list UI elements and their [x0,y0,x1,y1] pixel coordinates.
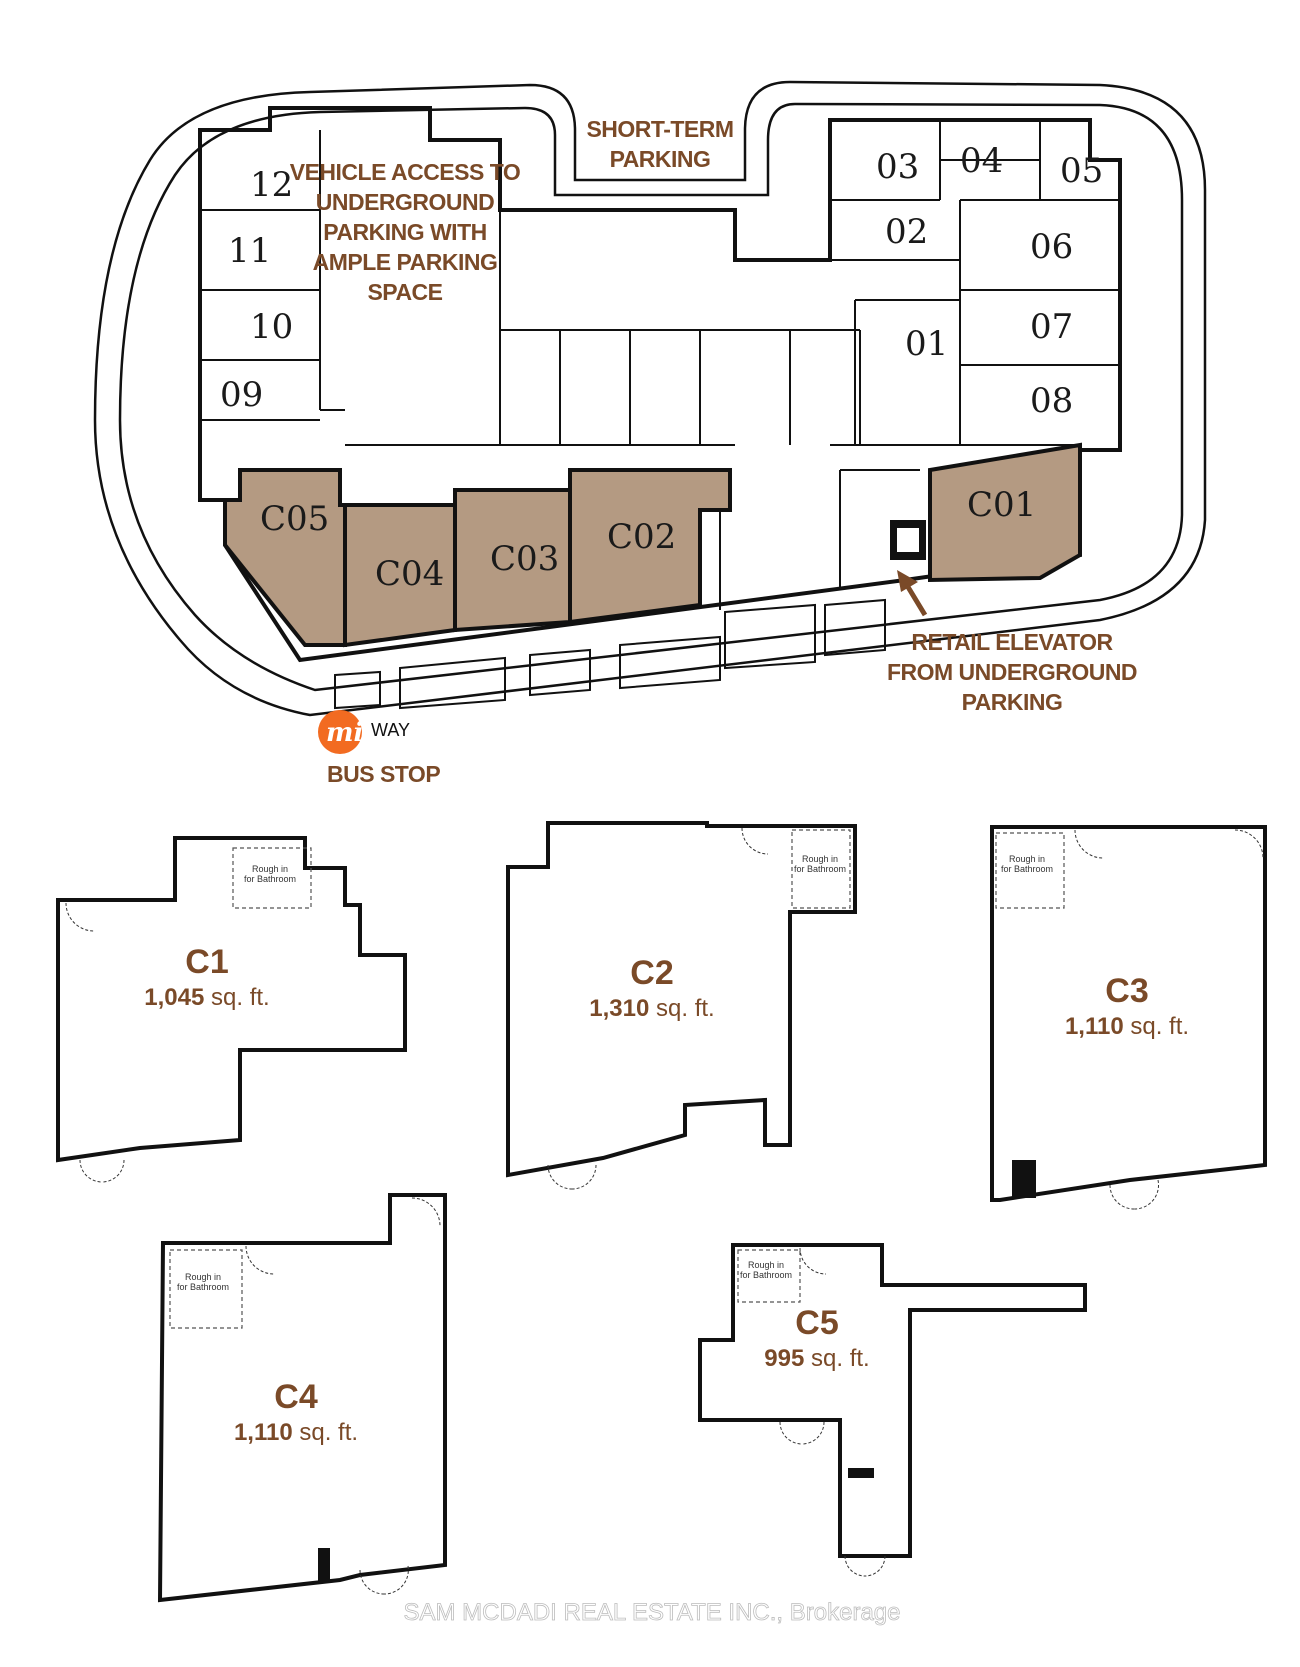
svg-text:for Bathroom: for Bathroom [740,1270,792,1280]
unit-05: 05 [1060,151,1103,191]
svg-text:VEHICLE ACCESS TO: VEHICLE ACCESS TO [290,159,520,185]
site-plan: 12 11 10 09 03 04 05 02 06 07 01 08 C05 … [93,80,1207,787]
svg-text:for Bathroom: for Bathroom [1001,864,1053,874]
suite-plan-c4: Rough in for Bathroom C4 1,110 sq. ft. [157,1193,447,1603]
suite-plan-c1: Rough in for Bathroom C1 1,045 sq. ft. [56,836,407,1183]
unit-10: 10 [250,307,293,347]
svg-text:AMPLE PARKING: AMPLE PARKING [313,249,498,275]
svg-text:for Bathroom: for Bathroom [177,1282,229,1292]
unit-07: 07 [1030,307,1073,347]
svg-text:PARKING: PARKING [610,146,711,172]
retail-label-c02: C02 [607,517,676,557]
unit-02: 02 [885,212,928,252]
suite-c4-bathroom [169,1249,243,1329]
retail-unit-c02 [568,468,732,625]
suite-c4-walls [157,1193,447,1603]
suite-plan-c5: Rough in for Bathroom C5 995 sq. ft. [698,1243,1087,1577]
unit-11: 11 [228,231,271,271]
svg-text:SHORT-TERM: SHORT-TERM [586,116,733,142]
retail-unit-c05 [223,468,347,647]
unit-03: 03 [876,147,919,187]
retail-label-c04: C04 [375,554,444,594]
suite-c2-bathroom [791,829,851,909]
suite-c3-bathroom [995,832,1065,909]
sidewalk-kiosks [334,598,886,710]
svg-text:Rough in: Rough in [748,1260,784,1270]
svg-text:WAY: WAY [371,720,410,740]
suite-c5-bathroom [737,1249,801,1303]
retail-label-c01: C01 [967,485,1036,525]
svg-text:FROM UNDERGROUND: FROM UNDERGROUND [887,659,1137,685]
suite-c1-area: 1,045 sq. ft. [144,984,269,1011]
svg-text:Rough in: Rough in [802,854,838,864]
svg-text:for Bathroom: for Bathroom [244,874,296,884]
suite-c2-area: 1,310 sq. ft. [589,995,714,1022]
unit-04: 04 [960,141,1003,181]
suite-c2-walls [506,821,857,1178]
svg-text:RETAIL ELEVATOR: RETAIL ELEVATOR [911,629,1113,655]
suite-c1-bathroom [232,847,312,909]
short-term-parking-label: SHORT-TERM PARKING [586,116,734,172]
suite-c3-id: C3 [1105,972,1148,1010]
retail-unit-c01 [928,442,1082,583]
brokerage-watermark: SAM MCDADI REAL ESTATE INC., Brokerage [403,1599,900,1626]
suite-c3-walls [990,825,1267,1202]
retail-label-c03: C03 [490,539,559,579]
svg-text:SPACE: SPACE [367,279,442,305]
bus-stop-label: BUS STOP [327,761,440,787]
suite-c1-walls [56,836,407,1163]
svg-text:PARKING: PARKING [962,689,1063,715]
suite-c5-area: 995 sq. ft. [764,1345,869,1372]
unit-06: 06 [1030,227,1073,267]
miway-logo: mi WAY [318,710,410,754]
suite-c1-id: C1 [185,943,228,981]
building-outline [198,106,1122,663]
unit-01: 01 [905,324,948,364]
suite-plan-c2: Rough in for Bathroom C2 1,310 sq. ft. [506,821,857,1190]
suite-plan-c3: Rough in for Bathroom C3 1,110 sq. ft. [990,825,1267,1210]
suite-c3-area: 1,110 sq. ft. [1065,1013,1189,1040]
suite-c5-id: C5 [795,1304,838,1342]
svg-text:Rough in: Rough in [185,1272,221,1282]
outer-road [93,80,1207,717]
suite-c4-id: C4 [274,1378,318,1416]
right-wing-rooms [719,120,1120,610]
inner-road [118,102,1184,692]
suite-c5-walls [698,1243,1087,1558]
unit-08: 08 [1030,381,1073,421]
unit-09: 09 [220,375,263,415]
retail-label-c05: C05 [260,499,329,539]
svg-text:Rough in: Rough in [252,864,288,874]
vehicle-access-label: VEHICLE ACCESS TO UNDERGROUND PARKING WI… [290,159,521,305]
left-wing-rooms [200,130,861,446]
svg-text:for Bathroom: for Bathroom [794,864,846,874]
suite-c4-area: 1,110 sq. ft. [234,1419,358,1446]
retail-elevator-label: RETAIL ELEVATOR FROM UNDERGROUND PARKING [887,629,1138,715]
svg-text:PARKING WITH: PARKING WITH [323,219,487,245]
svg-text:UNDERGROUND: UNDERGROUND [316,189,495,215]
svg-text:mi: mi [326,718,363,748]
unit-12: 12 [250,165,293,205]
svg-text:Rough in: Rough in [1009,854,1045,864]
suite-c2-id: C2 [630,954,673,992]
